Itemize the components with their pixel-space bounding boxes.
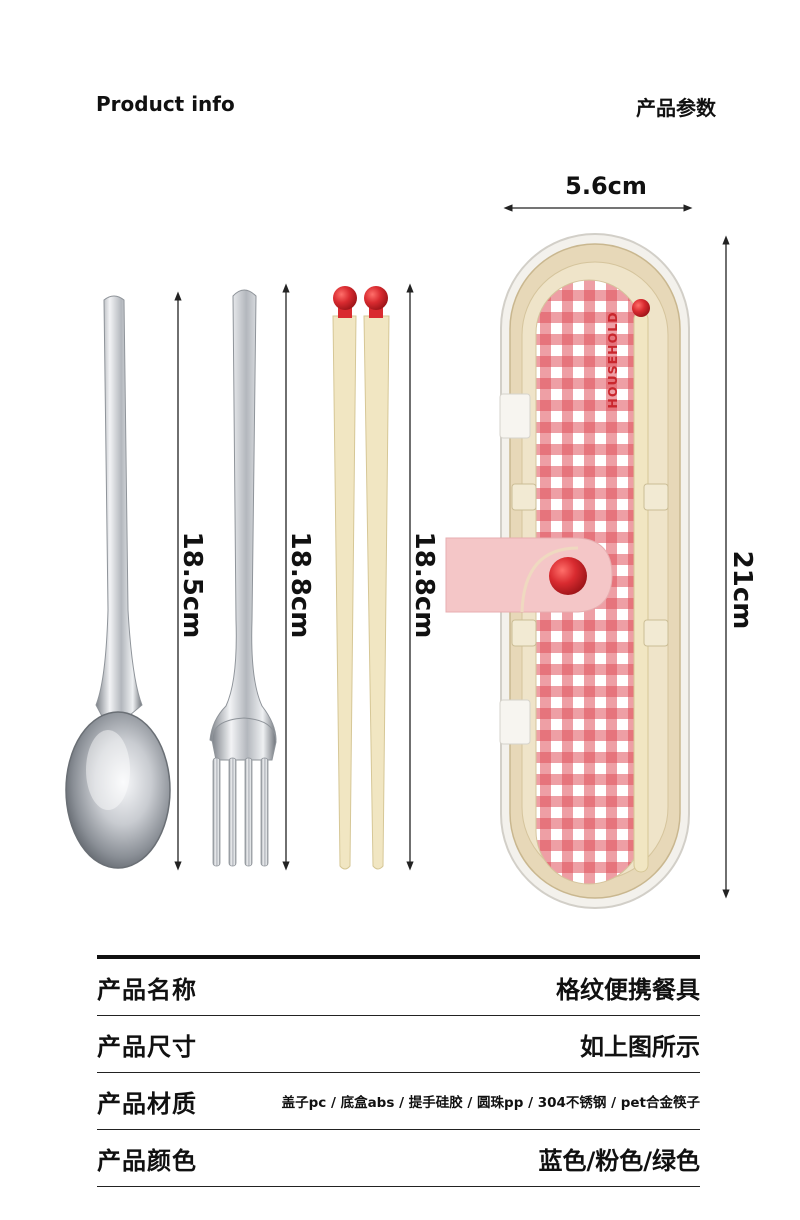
spec-label: 产品名称 [97, 975, 197, 1004]
header-title-left: Product info [96, 92, 235, 116]
header-title-right: 产品参数 [636, 96, 716, 120]
spec-label: 产品颜色 [97, 1146, 197, 1175]
table-top-rule [97, 955, 700, 959]
spoon-length-label: 18.5cm [177, 532, 207, 639]
spec-value: 格纹便携餐具 [556, 975, 700, 1004]
box-width-label: 5.6cm [565, 172, 647, 200]
case-brand-text: HOUSEHOLD [605, 311, 620, 408]
chopsticks [332, 286, 390, 870]
product-illustration: 18.5cm 18.8cm 18.8cm 5.6cm 21cm HOUSEHOL… [65, 172, 757, 909]
spec-row-name: 产品名称 格纹便携餐具 [97, 959, 700, 1016]
spec-row-color: 产品颜色 蓝色/粉色/绿色 [97, 1130, 700, 1187]
spec-row-size: 产品尺寸 如上图所示 [97, 1016, 700, 1073]
spec-value: 蓝色/粉色/绿色 [538, 1146, 700, 1175]
spoon [65, 295, 171, 869]
spec-label: 产品材质 [97, 1089, 197, 1118]
chopsticks-length-label: 18.8cm [409, 532, 439, 639]
box-length-label: 21cm [727, 551, 757, 630]
spec-label: 产品尺寸 [97, 1032, 197, 1061]
fork [209, 289, 277, 867]
spec-value: 盖子pc / 底盒abs / 提手硅胶 / 圆珠pp / 304不锈钢 / pe… [281, 1095, 700, 1111]
spec-table: 产品名称 格纹便携餐具 产品尺寸 如上图所示 产品材质 盖子pc / 底盒abs… [97, 955, 700, 1187]
spec-row-material: 产品材质 盖子pc / 底盒abs / 提手硅胶 / 圆珠pp / 304不锈钢… [97, 1073, 700, 1130]
spec-value: 如上图所示 [580, 1032, 700, 1061]
fork-length-label: 18.8cm [285, 532, 315, 639]
silicone-strap [445, 537, 613, 613]
